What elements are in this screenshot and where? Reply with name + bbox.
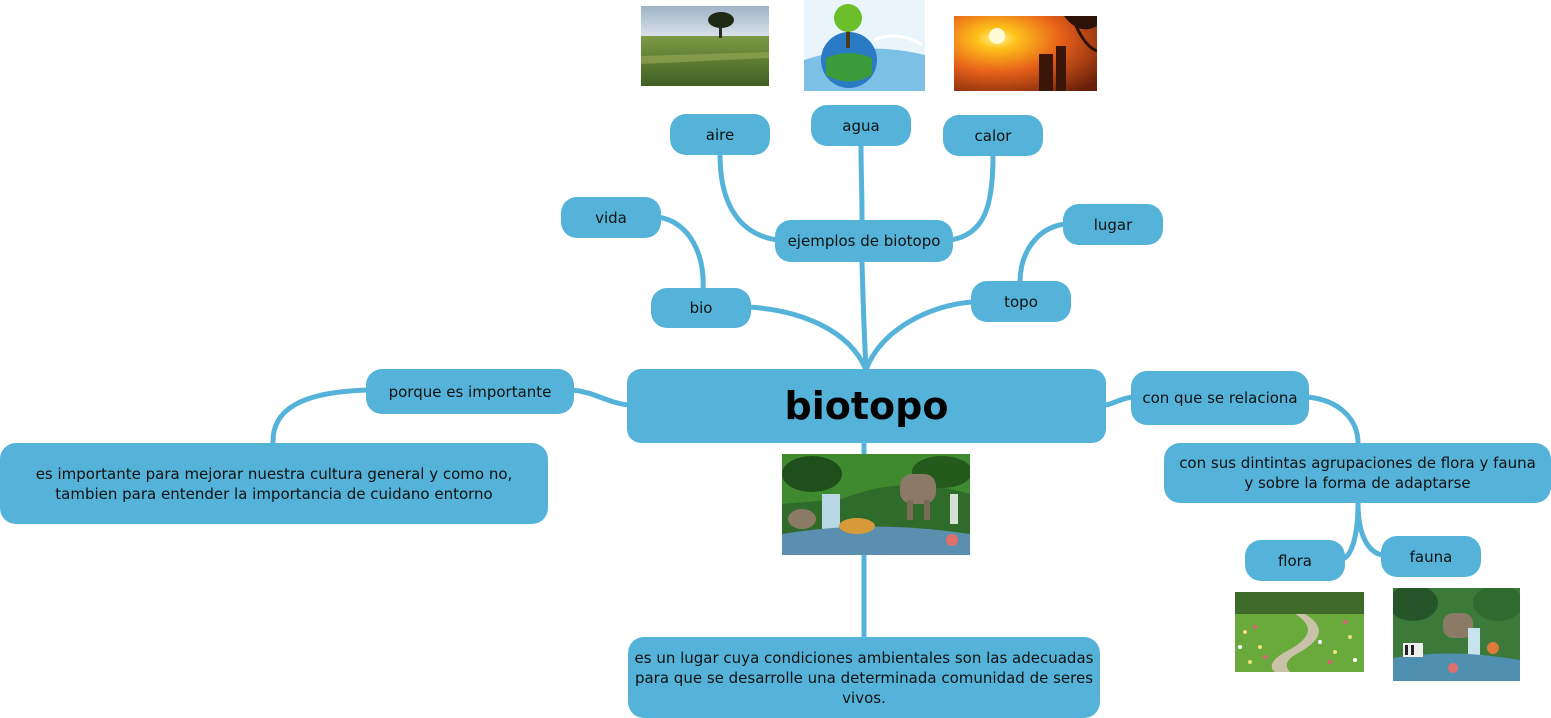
- node-lugar[interactable]: lugar: [1063, 204, 1163, 245]
- link-ejemplos-agua: [858, 143, 865, 223]
- node-bio[interactable]: bio: [651, 288, 751, 328]
- node-definicion[interactable]: es un lugar cuya condiciones ambientales…: [628, 637, 1100, 718]
- node-agrupaciones[interactable]: con sus dintintas agrupaciones de flora …: [1164, 443, 1551, 503]
- node-fauna[interactable]: fauna: [1381, 536, 1481, 577]
- node-relaciona[interactable]: con que se relaciona: [1131, 371, 1309, 425]
- fauna-image: [1393, 588, 1520, 681]
- link-ejemplos-calor: [947, 153, 996, 243]
- node-porque[interactable]: porque es importante: [366, 369, 574, 414]
- agua-image: [804, 0, 925, 91]
- node-topo[interactable]: topo: [971, 281, 1071, 322]
- link-relaciona-agrupaciones: [1304, 394, 1361, 446]
- aire-image: [641, 6, 769, 86]
- node-importante[interactable]: es importante para mejorar nuestra cultu…: [0, 443, 548, 524]
- link-bio-vida: [655, 214, 706, 293]
- node-aire[interactable]: aire: [670, 114, 770, 155]
- link-biotopo-porque: [569, 387, 631, 408]
- calor-image: [954, 16, 1097, 91]
- link-biotopo-relaciona: [1103, 394, 1136, 408]
- link-agrupaciones-fauna: [1355, 500, 1385, 558]
- link-biotopo-bio: [745, 304, 869, 373]
- link-biotopo-topo: [863, 299, 975, 373]
- link-biotopo-ejemplos: [859, 259, 869, 373]
- link-porque-importante: [270, 387, 371, 446]
- node-agua[interactable]: agua: [811, 105, 911, 146]
- definicion-text: es un lugar cuya condiciones ambientales…: [634, 648, 1094, 707]
- flora-image: [1235, 592, 1364, 672]
- node-flora[interactable]: flora: [1245, 540, 1345, 581]
- node-biotopo[interactable]: biotopo: [627, 369, 1106, 443]
- node-ejemplos[interactable]: ejemplos de biotopo: [775, 220, 953, 262]
- node-vida[interactable]: vida: [561, 197, 661, 238]
- link-topo-lugar: [1017, 221, 1068, 285]
- link-ejemplos-aire: [717, 152, 781, 243]
- node-calor[interactable]: calor: [943, 115, 1043, 156]
- biotopo-image: [782, 454, 970, 555]
